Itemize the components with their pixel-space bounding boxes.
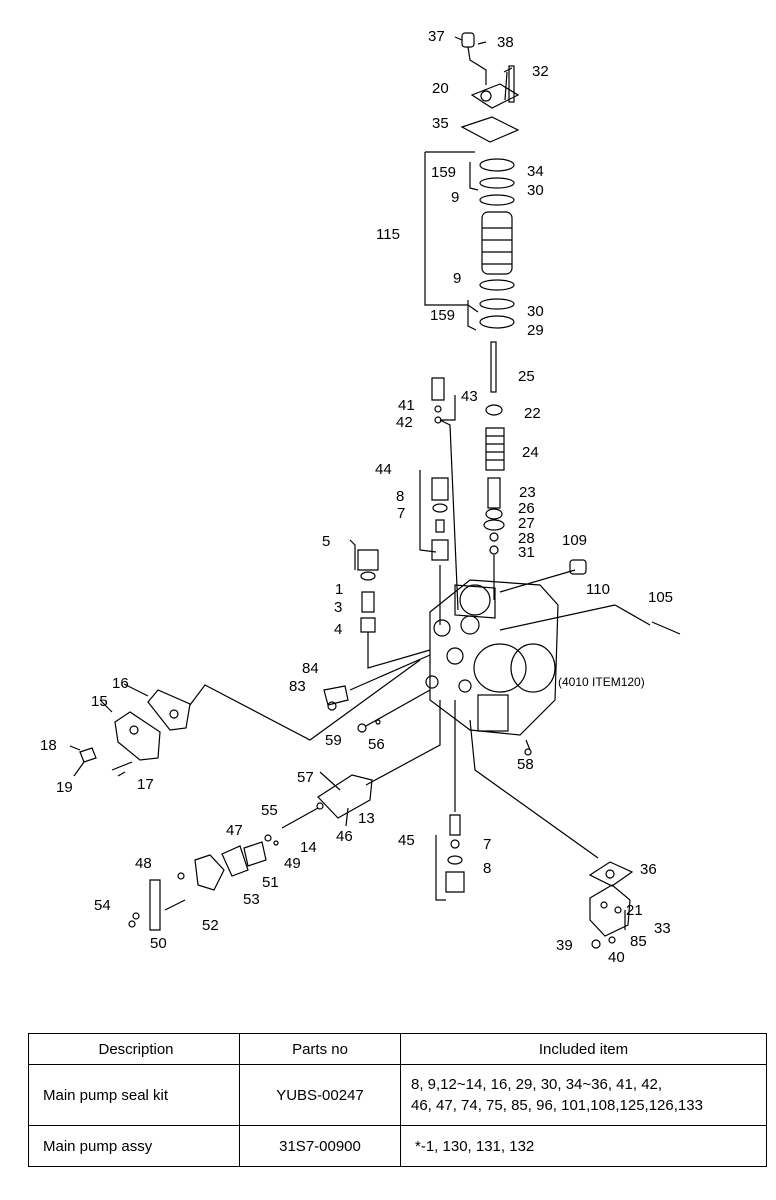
callout: 55 [261, 802, 278, 819]
callout: 46 [336, 828, 353, 845]
callout: 159 [430, 307, 455, 324]
callout: 57 [297, 769, 314, 786]
parts-table: Description Parts no Included item Main … [28, 1033, 767, 1167]
callout: 19 [56, 779, 73, 796]
callout: 26 [518, 500, 535, 517]
callout: 110 [586, 581, 610, 598]
callout: 24 [522, 444, 539, 461]
callout: 44 [375, 461, 392, 478]
callout: 159 [431, 164, 456, 181]
reference-note: (4010 ITEM120) [558, 675, 645, 689]
callout: 84 [302, 660, 319, 677]
callout: 45 [398, 832, 415, 849]
callout: 52 [202, 917, 219, 934]
callout: 9 [453, 270, 461, 287]
callout: 41 [398, 397, 415, 414]
diagram-lines [69, 32, 681, 949]
callout: 33 [654, 920, 671, 937]
callout: 3 [334, 599, 342, 616]
callout: 51 [262, 874, 279, 891]
callout: 14 [300, 839, 317, 856]
table-header-row: Description Parts no Included item [28, 1033, 767, 1065]
callout: 34 [527, 163, 544, 180]
included-line: 46, 47, 74, 75, 85, 96, 101,108,125,126,… [411, 1097, 703, 1114]
callout: 105 [648, 589, 673, 606]
callout: 20 [432, 80, 449, 97]
callout: 4 [334, 621, 342, 638]
callout: 36 [640, 861, 657, 878]
callout-labels: 37 38 32 20 35 34 159 30 9 115 9 30 159 … [40, 28, 673, 966]
callout: 18 [40, 737, 57, 754]
callout: 28 [518, 530, 535, 547]
callout: 9 [451, 189, 459, 206]
callout: 42 [396, 414, 413, 431]
callout: 13 [358, 810, 375, 827]
callout: 53 [243, 891, 260, 908]
callout: 56 [368, 736, 385, 753]
callout: 50 [150, 935, 167, 952]
callout: 15 [91, 693, 108, 710]
callout: 25 [518, 368, 535, 385]
row-included: *-1, 130, 131, 132 [400, 1125, 767, 1167]
callout: 35 [432, 115, 449, 132]
callout: 85 [630, 933, 647, 950]
callout: 109 [562, 532, 587, 549]
callout: 7 [483, 836, 491, 853]
included-line: 8, 9,12~14, 16, 29, 30, 34~36, 41, 42, [411, 1076, 663, 1093]
included-line: *-1, 130, 131, 132 [415, 1137, 535, 1155]
callout: 7 [397, 505, 405, 522]
callout: 59 [325, 732, 342, 749]
table-row: Main pump assy 31S7-00900 *-1, 130, 131,… [28, 1125, 767, 1167]
callout: 115 [376, 226, 400, 243]
callout: 22 [524, 405, 541, 422]
callout: 8 [483, 860, 491, 877]
callout: 1 [335, 581, 343, 598]
callout: 49 [284, 855, 301, 872]
callout: 48 [135, 855, 152, 872]
callout: 29 [527, 322, 544, 339]
callout: 23 [519, 484, 536, 501]
callout: 27 [518, 515, 535, 532]
callout: 38 [497, 34, 514, 51]
callout: 40 [608, 949, 625, 966]
row-description: Main pump assy [28, 1125, 240, 1167]
callout: 5 [322, 533, 330, 550]
callout: 16 [112, 675, 129, 692]
callout: 30 [527, 303, 544, 320]
row-parts-no: 31S7-00900 [239, 1125, 401, 1167]
callout: 30 [527, 182, 544, 199]
callout: 83 [289, 678, 306, 695]
callout: 47 [226, 822, 243, 839]
callout: 39 [556, 937, 573, 954]
callout: 8 [396, 488, 404, 505]
header-included: Included item [400, 1033, 767, 1065]
table-row: Main pump seal kit YUBS-00247 8, 9,12~14… [28, 1064, 767, 1126]
exploded-parts-diagram: 37 38 32 20 35 34 159 30 9 115 9 30 159 … [40, 28, 681, 966]
callout: 21 [626, 902, 643, 919]
callout: 37 [428, 28, 445, 45]
row-description: Main pump seal kit [28, 1064, 240, 1126]
row-included: 8, 9,12~14, 16, 29, 30, 34~36, 41, 42, 4… [400, 1064, 767, 1126]
callout: 54 [94, 897, 111, 914]
callout: 58 [517, 756, 534, 773]
callout: 32 [532, 63, 549, 80]
row-parts-no: YUBS-00247 [239, 1064, 401, 1126]
header-description: Description [28, 1033, 240, 1065]
callout: 43 [461, 388, 478, 405]
callout: 17 [137, 776, 154, 793]
header-parts-no: Parts no [239, 1033, 401, 1065]
callout: 31 [518, 544, 535, 561]
